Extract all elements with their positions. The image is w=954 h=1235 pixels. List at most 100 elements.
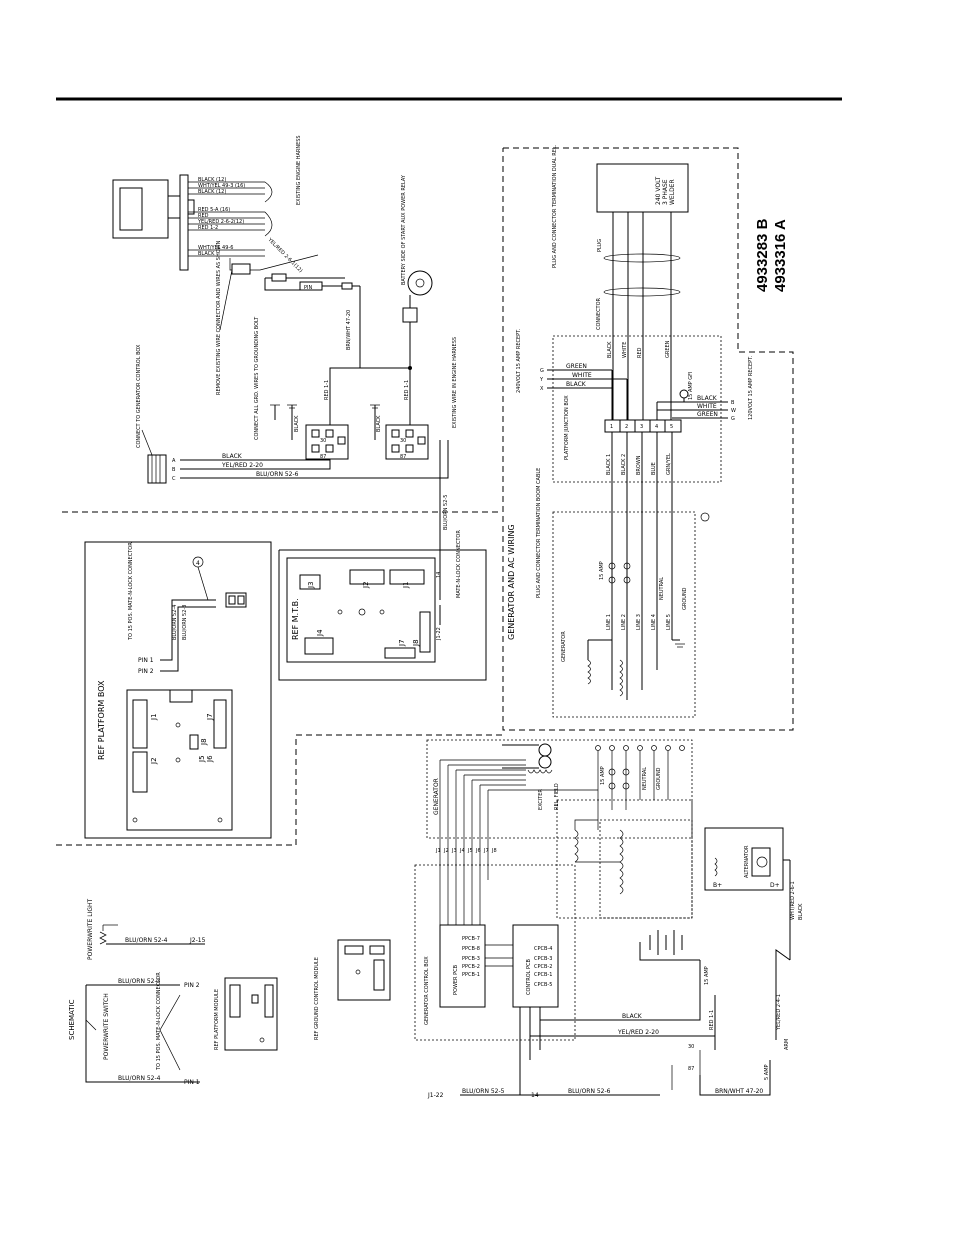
eng-black12: BLACK (12): [198, 177, 226, 183]
mtb-j4: J4: [316, 629, 324, 637]
svg-text:PPCB-2: PPCB-2: [462, 964, 480, 970]
relay-2: 30 87: [385, 424, 429, 460]
welder-label-1: 240 VOLT: [655, 176, 662, 205]
conn-c: C: [172, 476, 176, 482]
recept120-white: WHITE: [697, 403, 717, 410]
mtb-j7: J7: [398, 639, 406, 647]
boom-black1: BLACK 1: [606, 454, 612, 475]
plat-j2: J2: [150, 757, 158, 765]
boom-grnyel: GRN/YEL: [666, 453, 672, 475]
eng-black12b: BLACK (12): [198, 189, 226, 195]
conn-a: A: [172, 458, 176, 464]
pin-label: PIN: [304, 285, 312, 291]
ref-platform-module-label: REF PLATFORM MODULE: [214, 989, 220, 1050]
mtb-j1: J1: [402, 581, 410, 589]
gen-neutral: NEUTRAL: [659, 577, 665, 600]
eng-wht-yel: WHT/YEL 49-3 (16): [198, 183, 245, 189]
gen-line2: LINE 2: [621, 614, 627, 630]
eng-red5a: RED 5-A (16): [198, 207, 230, 213]
receptacle-240-label: 240VOLT 15 AMP RECEPT.: [516, 328, 522, 393]
recept240-white: WHITE: [572, 372, 592, 379]
plat-to-15pos: TO 15 POS. MATE-N-LOCK CONNECTOR: [128, 542, 134, 641]
welder-black: BLACK: [607, 341, 613, 358]
termination-boom-label: PLUG AND CONNECTOR TERMINATION BOOM CABL…: [536, 468, 542, 598]
gen-control-area: GENERATOR EXCITER REL. FIELD: [414, 739, 804, 1099]
gen-top-ground: GROUND: [656, 767, 662, 790]
ref-ground-control-module: REF GROUND CONTROL MODULE: [314, 939, 391, 1040]
alt-arm: ARM: [784, 1039, 790, 1050]
alt-b-plus: B+: [713, 882, 722, 889]
gcb-yel-red: YEL/RED 2-20: [617, 1029, 659, 1036]
control-box-connector: [147, 454, 167, 484]
svg-text:CPCB-4: CPCB-4: [534, 946, 552, 952]
plat-pin2: PIN 2: [138, 668, 154, 675]
gcb-red11: RED 1-1: [709, 1010, 715, 1030]
red11-label-b: RED 1-1: [404, 380, 410, 400]
relay1-30: 30: [320, 438, 326, 444]
gcb-relay-87: 87: [688, 1066, 694, 1072]
conn-b: B: [172, 467, 176, 473]
eng-yel-red: YEL/RED 2-6-2(12): [197, 219, 244, 225]
svg-text:J6: J6: [475, 848, 481, 854]
svg-text:CPCB-1: CPCB-1: [534, 972, 552, 978]
svg-text:PPCB-3: PPCB-3: [462, 956, 480, 962]
boom-black2: BLACK 2: [621, 454, 627, 475]
receptacle-120-label: 120VOLT 15 AMP RECEPT.: [748, 355, 754, 420]
gen-top-label: GENERATOR: [433, 778, 440, 815]
gcb-15amp: 15 AMP: [704, 966, 710, 985]
section-title: GENERATOR AND AC WIRING: [507, 524, 516, 640]
sch-j2-15: J2-15: [189, 937, 206, 944]
ac-wiring-section: GENERATOR AND AC WIRING 240 VOLT 3 PHASE…: [502, 144, 794, 731]
existing-harness-label: EXISTING ENGINE HARNESS: [296, 135, 302, 205]
connector-label: CONNECTOR: [596, 297, 602, 330]
alt-yel-red: YEL/RED 2-4-1: [776, 994, 782, 1031]
black-gnd-2: BLACK: [376, 415, 382, 432]
mtb-j1-22: J1-22: [436, 627, 442, 641]
connect-control-label: CONNECT TO GENERATOR CONTROL BOX: [136, 344, 142, 448]
schematic-label: SCHEMATIC: [68, 999, 76, 1040]
relay2-30: 30: [400, 438, 406, 444]
sch-pin2: PIN 2: [184, 982, 200, 989]
receptacle-240-wires: G Y X: [539, 368, 628, 420]
platform-junction-box-label: PLATFORM JUNCTION BOX: [564, 395, 570, 460]
part-number-2: 4933316 A: [772, 219, 789, 292]
alternator-box: [704, 827, 784, 891]
red11-label-a: RED 1-1: [324, 380, 330, 400]
plat-j5: J5: [198, 755, 206, 763]
svg-text:J7: J7: [483, 848, 489, 854]
engine-area: BLACK (12) WHT/YEL 49-3 (16) BLACK (12) …: [112, 135, 458, 560]
gen-line4: LINE 4: [651, 614, 657, 630]
svg-text:PPCB-7: PPCB-7: [462, 936, 480, 942]
welder-red: RED: [637, 347, 643, 358]
ref-mtb-label: REF M.T.B.: [291, 598, 300, 640]
powerwrite-switch-label: POWERWRITE SWITCH: [103, 993, 110, 1060]
plat-blu-orn-524: BLU/ORN 52-4: [172, 605, 178, 640]
ctrl-black: BLACK: [222, 453, 243, 460]
control-box-terms: J1 J2 J3 J4 J5 J6 J7 J8: [435, 848, 497, 854]
plug-label: PLUG: [597, 239, 603, 252]
plat-j1: J1: [150, 713, 158, 721]
platform-junction-box: [552, 335, 722, 483]
svg-text:J2: J2: [443, 848, 449, 854]
gen-ground: GROUND: [682, 587, 688, 610]
svg-text:1: 1: [610, 424, 613, 430]
receptacle-120-wires: B W G: [656, 389, 736, 422]
eng-red: RED: [198, 213, 209, 219]
recept120-green: GREEN: [697, 411, 718, 418]
welder-label-2: 3 PHASE: [662, 179, 669, 205]
svg-text:G: G: [540, 368, 544, 374]
svg-text:X: X: [540, 386, 544, 392]
svg-text:CPCB-3: CPCB-3: [534, 956, 552, 962]
sch-blu-orn-523: BLU/ORN 52-3: [118, 978, 161, 985]
recept240-black: BLACK: [566, 381, 587, 388]
mtb-j8: J8: [412, 639, 420, 647]
plat-blu-orn-523: BLU/ORN 52-3: [182, 605, 188, 640]
mtb-pin14: 14: [436, 572, 442, 578]
svg-text:J5: J5: [467, 848, 473, 854]
svg-text:PPCB-8: PPCB-8: [462, 946, 480, 952]
svg-text:W: W: [731, 408, 736, 414]
recept120-black: BLACK: [697, 395, 718, 402]
battery-icon: [639, 930, 700, 961]
svg-text:2: 2: [625, 424, 628, 430]
